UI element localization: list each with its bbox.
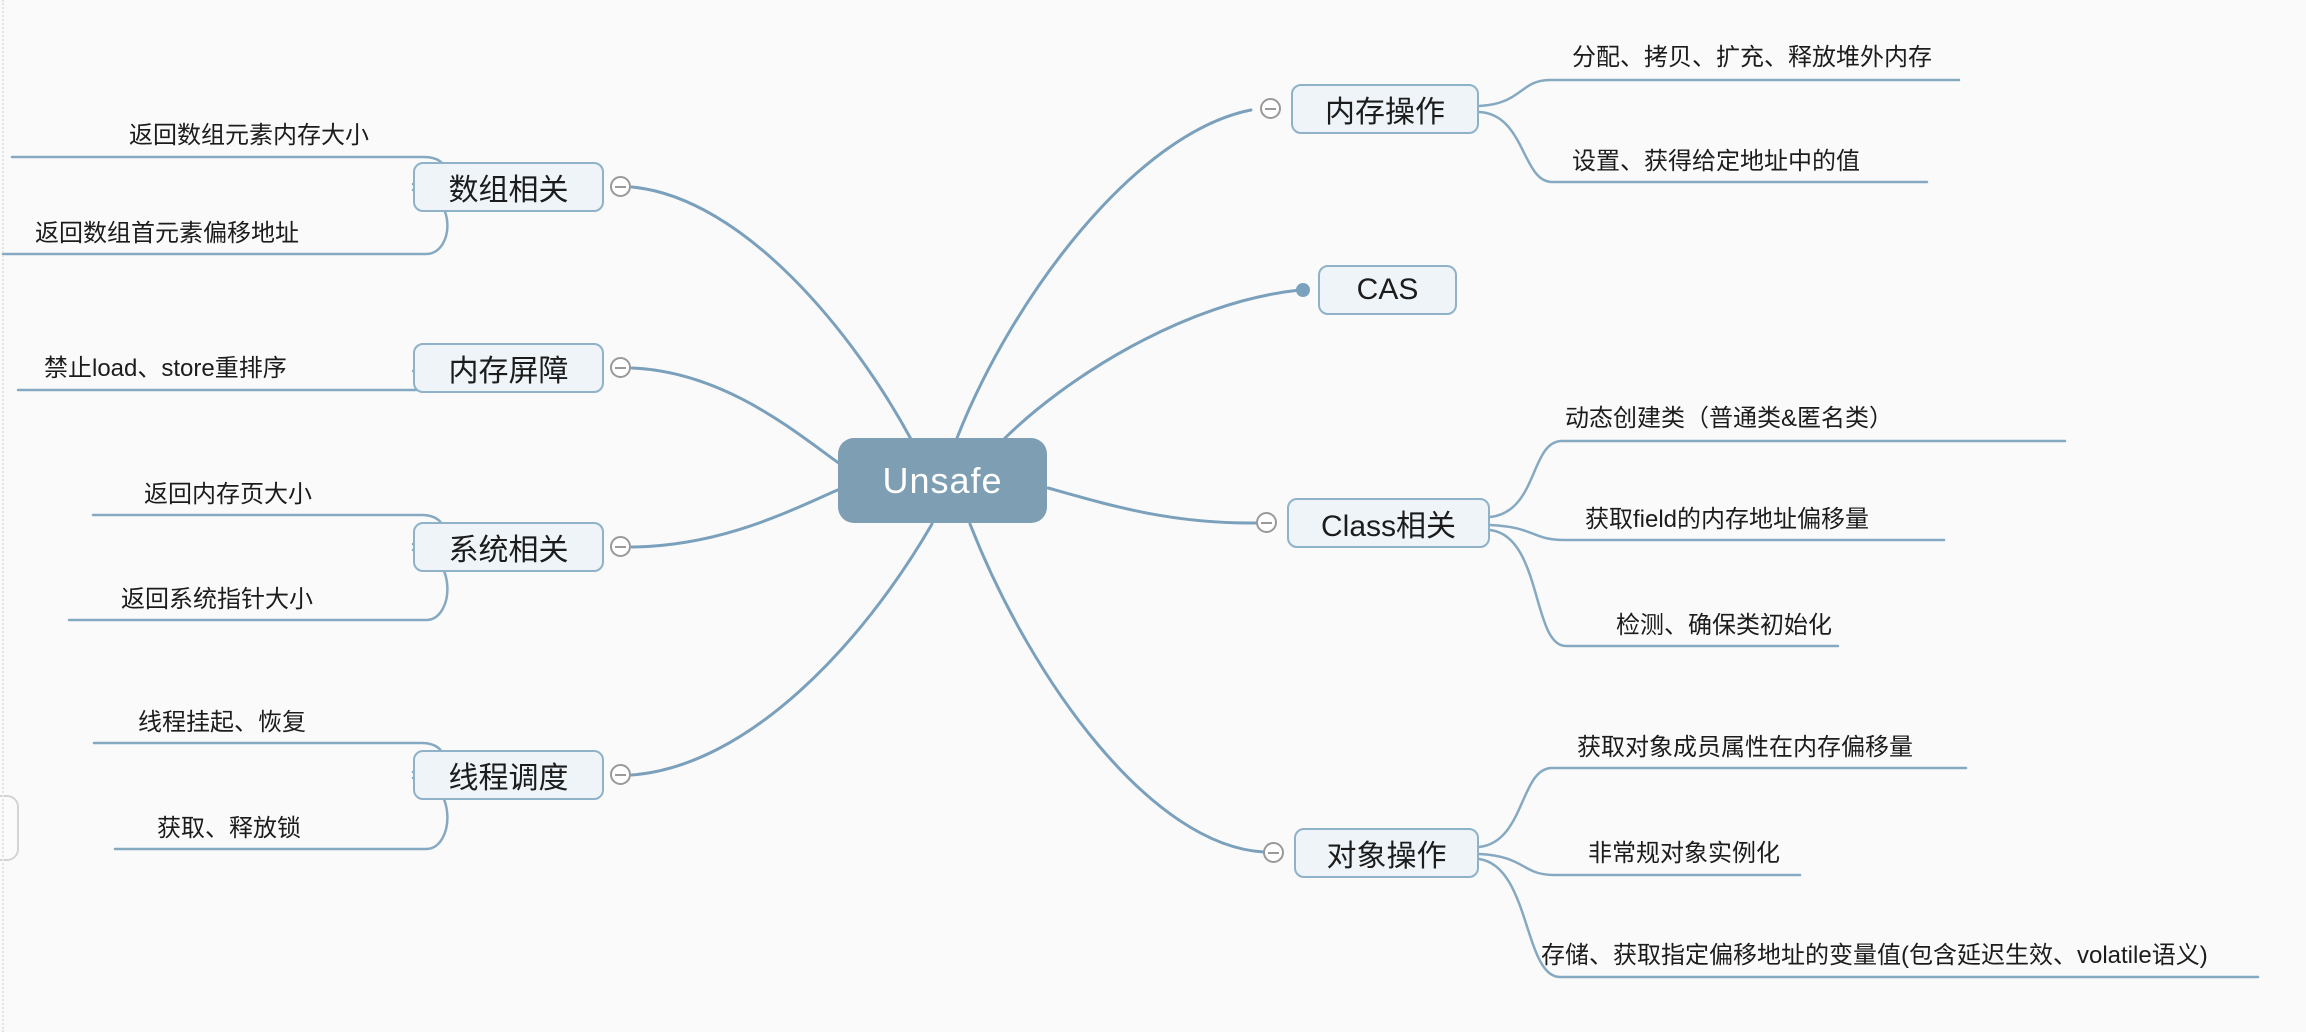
branch-topic-system-related[interactable]: 系统相关 [413,522,604,572]
connector-root-class [1046,486,1259,525]
connector-thread-child1 [92,741,444,774]
connector-objectop-child1 [1477,766,1968,849]
branch-topic-class-related[interactable]: Class相关 [1287,498,1490,548]
connector-root-system [630,487,842,549]
leaf-node[interactable]: 动态创建类（普通类&匿名类） [1565,405,1894,432]
leaf-node[interactable]: 非常规对象实例化 [1588,840,1780,867]
connector-root-objectop [968,522,1266,854]
branch-topic-thread-scheduling[interactable]: 线程调度 [413,750,604,800]
connector-root-cas [1000,288,1302,443]
collapse-button-thread[interactable] [610,764,631,785]
leaf-node[interactable]: 返回数组首元素偏移地址 [35,220,299,247]
connector-root-array [630,185,914,443]
leaf-node[interactable]: 存储、获取指定偏移地址的变量值(包含延迟生效、volatile语义) [1541,942,2208,969]
connector-memoryop-child1 [1477,78,1961,108]
minus-icon [615,773,626,776]
connector-root-thread [630,522,934,777]
leaf-node[interactable]: 返回内存页大小 [144,481,312,508]
collapse-button-class[interactable] [1256,512,1277,533]
leaf-node[interactable]: 获取field的内存地址偏移量 [1585,506,1870,533]
branch-topic-cas[interactable]: CAS [1318,265,1457,315]
leaf-node[interactable]: 分配、拷贝、扩充、释放堆外内存 [1572,44,1932,71]
minus-icon [615,366,626,369]
leaf-node[interactable]: 返回系统指针大小 [121,586,313,613]
page-boundary-line [2,0,4,1032]
minus-icon [615,545,626,548]
connector-root-memoryop [955,108,1253,440]
leaf-node[interactable]: 获取、释放锁 [157,815,301,842]
connector-array-child1 [10,155,446,186]
branch-topic-object-operation[interactable]: 对象操作 [1294,828,1479,878]
collapse-button-objectop[interactable] [1263,842,1284,863]
connector-system-child1 [91,513,444,546]
connector-root-membarrier [630,366,842,466]
branch-topic-array-related[interactable]: 数组相关 [413,162,604,212]
minus-icon [615,185,626,188]
connector-class-child3 [1488,528,1840,648]
minus-icon [1265,107,1276,110]
connector-memoryop-child2 [1477,110,1929,184]
collapse-button-array[interactable] [610,176,631,197]
connector-class-child1 [1488,439,2067,519]
leaf-node[interactable]: 检测、确保类初始化 [1616,612,1832,639]
collapse-button-memoryop[interactable] [1260,98,1281,119]
dot-anchor-icon [1296,283,1310,297]
connector-class-child2 [1488,523,1946,542]
leaf-node[interactable]: 设置、获得给定地址中的值 [1572,148,1860,175]
root-node-unsafe[interactable]: Unsafe [838,438,1047,523]
leaf-node[interactable]: 禁止load、store重排序 [44,355,287,382]
branch-topic-memory-barrier[interactable]: 内存屏障 [413,343,604,393]
connector-objectop-child2 [1477,852,1802,877]
connector-objectop-child3 [1477,857,2260,979]
minus-icon [1268,851,1279,854]
collapse-button-membarrier[interactable] [610,357,631,378]
leaf-node[interactable]: 返回数组元素内存大小 [129,122,369,149]
leaf-node[interactable]: 线程挂起、恢复 [138,709,306,736]
branch-topic-memory-operation[interactable]: 内存操作 [1291,84,1479,134]
minus-icon [1261,521,1272,524]
leaf-node[interactable]: 获取对象成员属性在内存偏移量 [1577,734,1913,761]
collapse-button-system[interactable] [610,536,631,557]
clipped-offscreen-node [0,795,19,861]
